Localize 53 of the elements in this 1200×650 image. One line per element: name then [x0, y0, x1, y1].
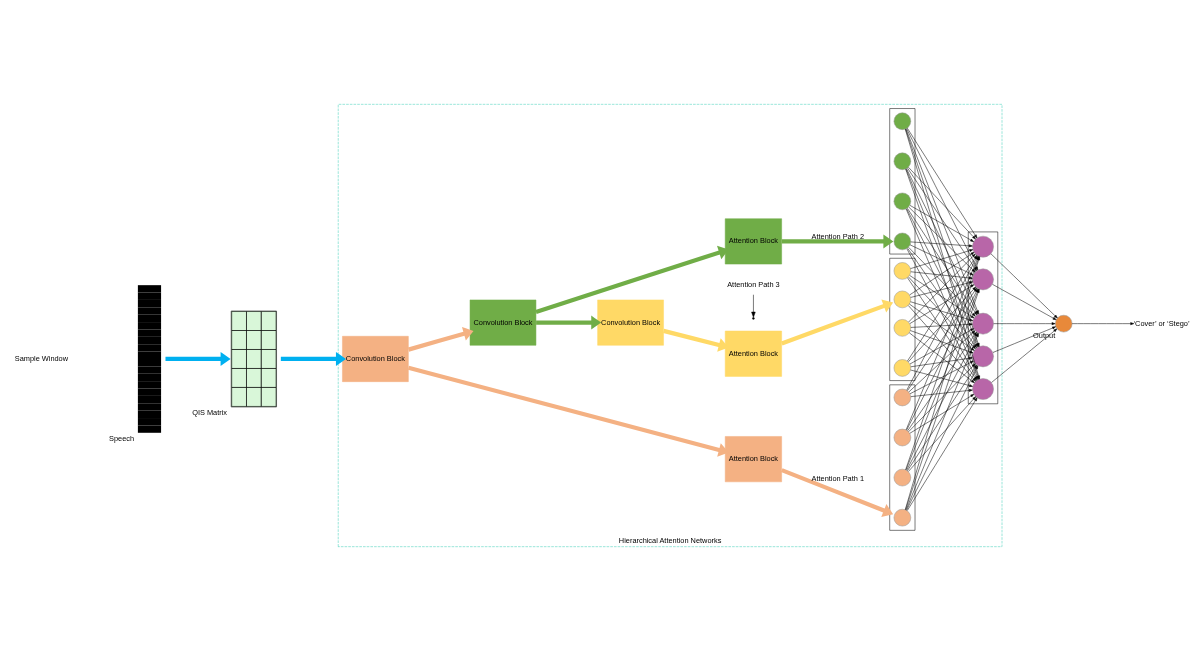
arrow: [407, 365, 729, 457]
node-circle: [893, 358, 912, 377]
arrow: [909, 204, 974, 242]
arrow: [908, 206, 976, 272]
arrow: [908, 246, 976, 316]
node-circle: [893, 388, 912, 406]
arrow: [910, 388, 973, 397]
arrow: [909, 274, 975, 318]
arrow: [910, 322, 973, 328]
node-circle: [893, 232, 912, 250]
cluster: [889, 384, 916, 531]
arrow: [781, 467, 894, 517]
arrow: [908, 395, 976, 472]
arrow: [992, 326, 1056, 353]
arrow: [910, 280, 973, 298]
cluster: [889, 257, 916, 381]
arrow: [407, 326, 474, 352]
arrow: [536, 315, 602, 330]
arrow: [910, 248, 974, 269]
arrow: [751, 293, 756, 318]
arrow: [663, 328, 729, 352]
node-circle: [893, 428, 912, 446]
node-circle: [893, 261, 912, 280]
arrow: [909, 244, 974, 275]
arrow: [165, 351, 231, 366]
arrow: [910, 271, 973, 279]
node-circle: [893, 192, 912, 210]
arrow: [993, 321, 1056, 325]
node-circle: [893, 508, 912, 526]
node-circle: [893, 290, 912, 308]
arrow: [909, 283, 975, 324]
arrow: [910, 300, 974, 321]
arrow: [908, 253, 976, 322]
cluster: [889, 107, 916, 254]
arrow: [990, 253, 1058, 318]
arrow: [909, 251, 975, 295]
node-circle: [893, 112, 912, 130]
arrow: [1071, 321, 1135, 325]
arrow: [907, 397, 978, 511]
arrow: [907, 127, 978, 238]
arrow: [280, 351, 346, 366]
arrow: [908, 166, 976, 239]
node-circle: [893, 468, 912, 486]
arrow: [781, 233, 894, 248]
arrow: [535, 245, 729, 314]
arrow: [910, 369, 973, 387]
node-circle: [893, 152, 912, 170]
arrow: [991, 328, 1058, 383]
arrow: [992, 283, 1057, 320]
arrow: [910, 241, 973, 247]
arrow: [781, 298, 894, 345]
node-circle: [893, 318, 912, 337]
arrow: [909, 393, 975, 434]
